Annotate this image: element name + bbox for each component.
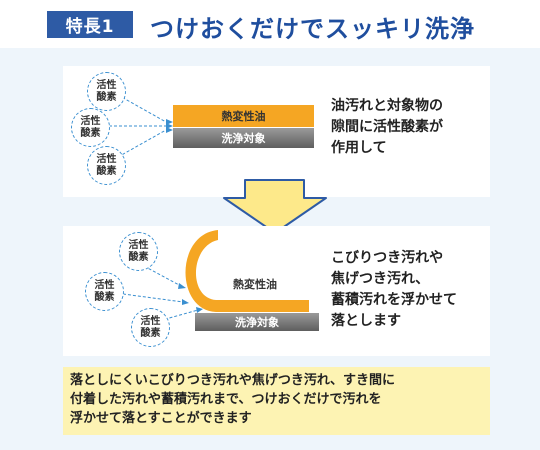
oxygen-label-line2: 酸素 (96, 91, 117, 103)
oxygen-label-line1: 活性 (94, 279, 115, 291)
oxygen-label-line2: 酸素 (94, 291, 115, 303)
heat-denatured-oil-layer: 熱変性油 (173, 105, 314, 127)
oxygen-label-line2: 酸素 (80, 127, 101, 139)
cleaning-target-layer: 洗浄対象 (195, 313, 319, 331)
description-line: 隙間に活性酸素が (331, 119, 443, 135)
oxygen-arrows (109, 94, 173, 158)
active-oxygen-bubble: 活性 酸素 (87, 72, 126, 111)
description-line: 作用して (331, 140, 387, 156)
summary-box: 落としにくいこびりつき汚れや焦げつき汚れ、すき間に 付着した汚れや蓄積汚れまで、… (63, 367, 490, 435)
description-line: 落とします (331, 313, 401, 329)
after-panel: 活性 酸素 活性 酸素 活性 酸素 熱変性油 洗浄対象 こびりつき汚れや 焦げつ… (63, 226, 490, 356)
oxygen-label-line1: 活性 (140, 315, 161, 327)
summary-line: 付着した汚れや蓄積汚れまで、つけおくだけで汚れを (70, 392, 382, 407)
active-oxygen-bubble: 活性 酸素 (71, 108, 110, 147)
oxygen-label-line1: 活性 (80, 115, 101, 127)
summary-line: 浮かせて落とすことができます (70, 411, 252, 426)
cleaning-target-layer: 洗浄対象 (173, 128, 314, 148)
header: 特長1 つけおくだけでスッキリ洗浄 (0, 0, 540, 48)
active-oxygen-bubble: 活性 酸素 (87, 146, 126, 185)
oxygen-label-line2: 酸素 (140, 327, 161, 339)
oxygen-label-line2: 酸素 (128, 251, 149, 263)
oxygen-label-line1: 活性 (96, 153, 117, 165)
description-line: 油汚れと対象物の (331, 98, 443, 114)
feature-title: つけおくだけでスッキリ洗浄 (150, 15, 475, 43)
active-oxygen-bubble: 活性 酸素 (119, 232, 158, 271)
summary-line: 落としにくいこびりつき汚れや焦げつき汚れ、すき間に (70, 373, 396, 388)
description-line: こびりつき汚れや (331, 250, 444, 266)
curled-oil-layer (185, 230, 309, 312)
description: こびりつき汚れや 焦げつき汚れ、 蓄積汚れを浮かせて 落とします (331, 248, 457, 332)
active-oxygen-bubble: 活性 酸素 (85, 272, 124, 311)
description: 油汚れと対象物の 隙間に活性酸素が 作用して (331, 96, 443, 159)
oxygen-label-line1: 活性 (128, 239, 149, 251)
active-oxygen-bubble: 活性 酸素 (131, 308, 170, 347)
feature-badge: 特長1 (47, 11, 133, 38)
description-line: 蓄積汚れを浮かせて (331, 292, 457, 308)
oxygen-label-line1: 活性 (96, 79, 117, 91)
oxygen-label-line2: 酸素 (96, 165, 117, 177)
oil-label: 熱変性油 (233, 278, 277, 291)
description-line: 焦げつき汚れ、 (331, 271, 430, 287)
before-panel: 活性 酸素 活性 酸素 活性 酸素 熱変性油 洗浄対象 油汚れと対象物の 隙間に… (63, 66, 490, 197)
oxygen-arrows (122, 230, 309, 323)
